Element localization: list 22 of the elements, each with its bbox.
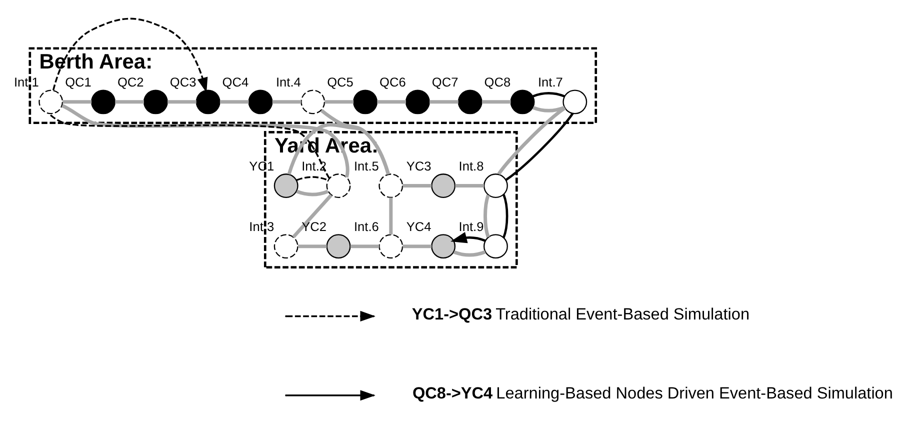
node-label: Int.3 — [249, 218, 274, 234]
node-label: YC3 — [406, 158, 432, 174]
node-label: QC6 — [380, 74, 406, 90]
node-label: Int.4 — [276, 74, 301, 90]
node-label: Int.5 — [354, 158, 379, 174]
node-label: QC7 — [432, 74, 458, 90]
node-label: QC8 — [484, 74, 511, 90]
node-label: Int.8 — [458, 158, 484, 174]
node-label: Int.1 — [14, 74, 39, 90]
node-label: YC2 — [302, 218, 326, 234]
node-label: Int.9 — [458, 218, 484, 234]
node-label: QC1 — [65, 74, 92, 90]
node-label: QC5 — [327, 74, 354, 90]
node-label: Int.6 — [354, 218, 379, 234]
legend-label: QC8->YC4 Learning-Based Nodes Driven Event-Based Simulation — [412, 384, 893, 403]
node-label: Int.7 — [538, 74, 563, 90]
legend-label: YC1->QC3 Traditional Event-Based Simulation — [412, 305, 750, 324]
node-label: YC1 — [249, 158, 274, 174]
node-label: QC3 — [170, 74, 196, 90]
node-label: QC2 — [117, 74, 144, 90]
node-label: QC4 — [222, 74, 249, 90]
node-label: YC4 — [406, 218, 432, 234]
